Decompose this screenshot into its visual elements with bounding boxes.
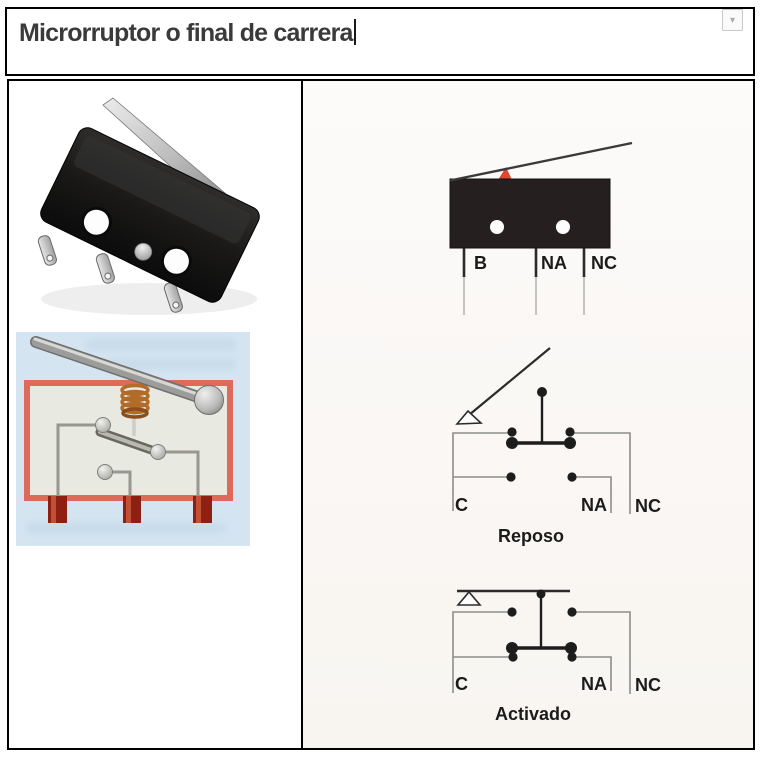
pinout-lever bbox=[449, 141, 633, 182]
activado-lever-pivot bbox=[456, 590, 482, 606]
microswitch-schematics: B NA NC bbox=[449, 141, 661, 724]
table-cell-left bbox=[9, 81, 303, 748]
table-cell-right: B NA NC bbox=[303, 81, 753, 748]
pinout-pins bbox=[462, 248, 586, 315]
activado-label-nc: NC bbox=[635, 675, 661, 695]
photo-pins bbox=[37, 235, 183, 313]
mechanism-terminals bbox=[48, 496, 212, 523]
reposo-label-nc: NC bbox=[635, 496, 661, 516]
photo-mount-hole-right bbox=[160, 245, 192, 277]
chevron-down-icon: ▾ bbox=[729, 14, 736, 26]
reposo-diagram: C NA NC Reposo bbox=[452, 347, 661, 546]
content-table: B NA NC bbox=[7, 79, 755, 750]
scan-smudges bbox=[26, 338, 236, 534]
reposo-wires bbox=[452, 432, 631, 514]
pinout-body bbox=[449, 178, 611, 249]
activado-label-na: NA bbox=[581, 674, 607, 694]
pinout-diagram: B NA NC bbox=[449, 141, 633, 315]
pinout-label-b: B bbox=[474, 253, 487, 273]
microswitch-internal-mechanism bbox=[16, 332, 250, 546]
activado-diagram: C NA NC Activado bbox=[452, 589, 661, 724]
reposo-label-c: C bbox=[455, 495, 468, 515]
reposo-lever bbox=[468, 347, 551, 416]
pinout-hole-left bbox=[490, 220, 504, 234]
dropdown-button[interactable]: ▾ bbox=[722, 9, 743, 31]
activado-label-c: C bbox=[455, 674, 468, 694]
pinout-plunger-red bbox=[498, 167, 512, 180]
microswitch-photo bbox=[37, 97, 260, 315]
mechanism-wires bbox=[56, 423, 200, 496]
reposo-lever-pivot bbox=[455, 409, 483, 425]
reposo-contacts bbox=[506, 387, 577, 482]
page-title-text: Microrruptor o final de carrera bbox=[19, 19, 353, 47]
photo-switch-body bbox=[40, 127, 260, 303]
page-title[interactable]: Microrruptor o final de carrera bbox=[19, 19, 356, 48]
mechanism-rod bbox=[30, 336, 224, 415]
pinout-label-na: NA bbox=[541, 253, 567, 273]
reposo-caption: Reposo bbox=[498, 526, 564, 546]
mechanism-contact-bar bbox=[95, 427, 165, 458]
activado-caption: Activado bbox=[495, 704, 571, 724]
mechanism-contacts bbox=[95, 417, 166, 480]
photo-mount-hole-left bbox=[80, 206, 112, 238]
mechanism-spring bbox=[120, 383, 150, 419]
title-field[interactable]: Microrruptor o final de carrera bbox=[5, 7, 755, 76]
pinout-label-nc: NC bbox=[591, 253, 617, 273]
activado-wires bbox=[452, 611, 631, 694]
text-cursor bbox=[353, 19, 356, 45]
photo-rivet bbox=[134, 242, 153, 261]
pinout-hole-right bbox=[556, 220, 570, 234]
reposo-label-na: NA bbox=[581, 495, 607, 515]
